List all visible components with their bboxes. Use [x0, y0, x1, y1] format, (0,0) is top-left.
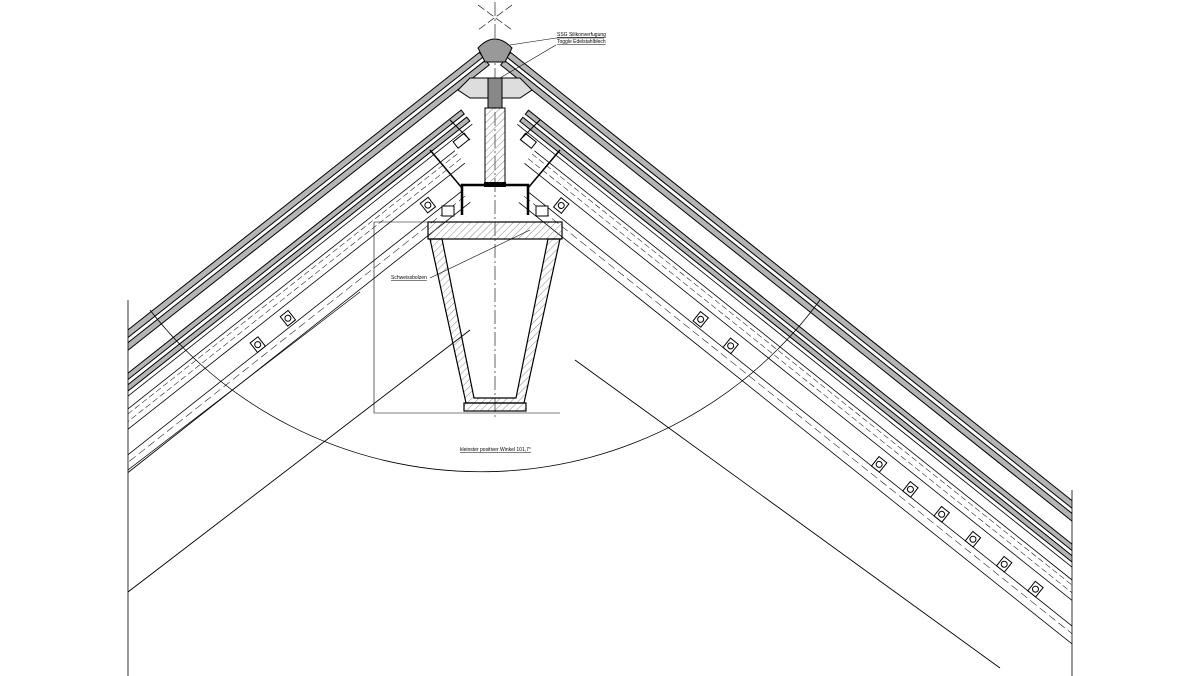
label-weld-stud: Schweissbolzen — [391, 275, 427, 281]
post — [484, 107, 506, 185]
top-plate — [427, 221, 563, 240]
label-sealant: SSG Silikonverfugung — [557, 32, 606, 38]
label-angle: kleinster positiver Winkel 101,7° — [460, 447, 531, 453]
right-roof-wing — [440, 51, 1072, 676]
label-cover: Toggle Edelstahlblech — [557, 39, 606, 45]
silicone-seal — [477, 38, 513, 63]
roof-wings — [128, 51, 1072, 676]
angle-arc — [149, 299, 821, 473]
